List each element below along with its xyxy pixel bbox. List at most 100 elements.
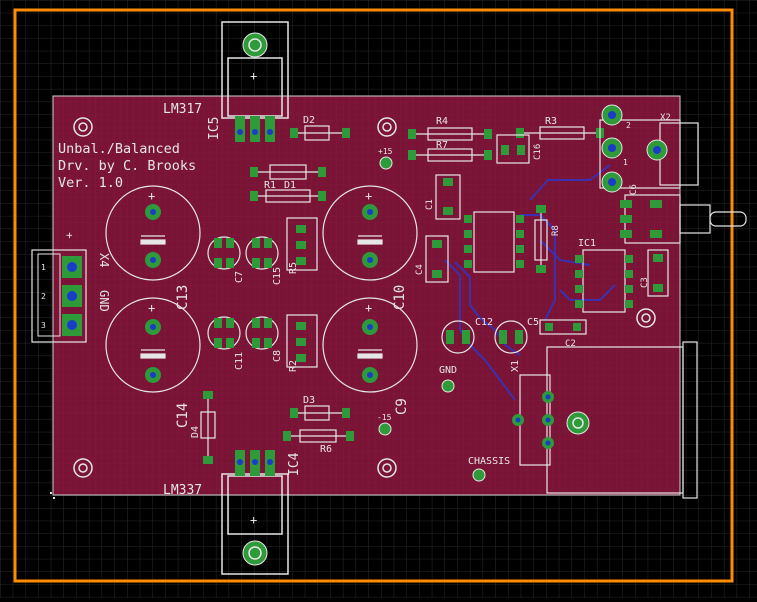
label-c15: C15 <box>272 267 283 285</box>
title-line-1: Unbal./Balanced <box>58 141 180 157</box>
small-caps <box>207 236 528 354</box>
svg-text:1: 1 <box>623 158 628 167</box>
resistor-r8: R8 <box>534 205 561 273</box>
mounting-hole <box>377 117 397 137</box>
small-cap-pads <box>214 238 523 348</box>
pcb-board-outline <box>52 95 681 496</box>
diode-d1: R1 D1 <box>250 164 326 191</box>
label-x2: X2 <box>660 113 671 123</box>
svg-text:3: 3 <box>41 321 46 330</box>
label-c4: C4 <box>415 264 425 275</box>
test-point-chassis: CHASSIS <box>468 456 510 482</box>
capacitor-c10-bottom: + <box>322 297 418 393</box>
capacitor-c16: C16 <box>496 134 543 164</box>
resistor-r6: R6 <box>283 429 354 455</box>
label-c7: C7 <box>234 271 245 283</box>
label-ic5: IC5 <box>207 117 222 140</box>
trimmer-r5: R5 <box>286 217 318 274</box>
regulator-lm317: + LM317 IC5 <box>163 21 289 142</box>
label-r3: R3 <box>545 116 557 127</box>
capacitor-c3: C3 <box>640 249 669 297</box>
label-c9: C9 <box>394 398 410 415</box>
label-c2: C2 <box>565 339 576 349</box>
label-r2: R2 <box>288 360 299 372</box>
label-in-plus: + <box>63 232 76 239</box>
label-plus15: +15 <box>378 147 393 156</box>
capacitor-c13-bottom: + <box>105 297 201 393</box>
label-c1: C1 <box>425 199 435 210</box>
resistor-r7: R7 <box>408 140 492 162</box>
label-d3: D3 <box>303 395 315 406</box>
test-point-minus15: -15 <box>377 413 392 436</box>
svg-text:2: 2 <box>41 292 46 301</box>
capacitor-c13-top: + <box>105 185 201 281</box>
board-title: Unbal./Balanced Drv. by C. Brooks Ver. 1… <box>58 141 196 191</box>
label-d2: D2 <box>303 115 315 126</box>
trimmer-r2: R2 <box>286 314 318 372</box>
label-ic1: IC1 <box>578 238 596 249</box>
capacitor-c10-top: + <box>322 185 418 281</box>
svg-text:+: + <box>365 189 372 203</box>
diode-d2: D2 <box>290 115 350 141</box>
label-x4: X4 <box>97 253 111 267</box>
svg-text:1: 1 <box>41 263 46 272</box>
label-gnd-rot: GND <box>97 290 111 312</box>
label-lm337: LM337 <box>163 483 202 498</box>
capacitor-c1: C1 <box>425 174 461 220</box>
label-minus15: -15 <box>377 413 392 422</box>
jack-socket: C6 <box>620 184 747 244</box>
label-r6: R6 <box>320 444 332 455</box>
label-c8: C8 <box>272 350 283 362</box>
label-c3: C3 <box>640 277 650 288</box>
mounting-hole <box>73 117 93 137</box>
frame-outline <box>13 8 734 583</box>
label-r7: R7 <box>436 140 448 151</box>
resistor-r4: R4 <box>408 116 492 141</box>
label-d4: D4 <box>190 426 201 438</box>
label-ic4: IC4 <box>287 452 302 476</box>
corner-markers <box>50 492 55 499</box>
test-point-gnd: GND <box>439 365 457 393</box>
mounting-holes <box>73 117 656 478</box>
diode-d3: D3 <box>290 395 350 421</box>
label-r5: R5 <box>288 262 299 274</box>
connector-x4: 1 2 3 X4 GND + <box>31 232 111 343</box>
svg-text:+: + <box>148 301 155 315</box>
label-c5: C5 <box>527 317 539 328</box>
label-gnd: GND <box>439 365 457 376</box>
label-chassis: CHASSIS <box>468 456 510 467</box>
test-point-plus15: +15 <box>378 147 393 170</box>
label-c13: C13 <box>175 285 191 310</box>
title-line-3: Ver. 1.0 <box>58 175 123 191</box>
svg-text:+: + <box>365 301 372 315</box>
ic1: IC1 <box>575 238 633 313</box>
label-c10: C10 <box>392 285 408 310</box>
resistor-r1 <box>250 189 326 203</box>
connector-x1-xlr <box>512 341 698 499</box>
label-c11: C11 <box>234 352 245 370</box>
label-d1: D1 <box>284 180 296 191</box>
mounting-hole <box>73 458 93 478</box>
label-x1: X1 <box>510 360 521 372</box>
connector-x2: X2 2 1 <box>599 104 699 193</box>
label-c14: C14 <box>175 403 191 428</box>
diode-d4: D4 <box>190 391 216 464</box>
label-r4: R4 <box>436 116 448 127</box>
svg-text:2: 2 <box>626 121 631 130</box>
svg-text:+: + <box>250 513 257 527</box>
label-r1: R1 <box>264 180 276 191</box>
label-c6: C6 <box>629 184 639 195</box>
label-r8: R8 <box>551 225 561 236</box>
mounting-hole <box>377 458 397 478</box>
label-c12: C12 <box>475 317 493 328</box>
capacitor-c4: C4 <box>415 235 449 283</box>
ic-dip8-opamp <box>464 211 524 273</box>
label-lm317: LM317 <box>163 102 202 117</box>
capacitor-c2: C2 <box>539 319 587 349</box>
title-line-2: Drv. by C. Brooks <box>58 158 196 174</box>
label-c16: C16 <box>533 144 543 160</box>
regulator-lm337: + LM337 IC4 <box>163 450 302 575</box>
svg-text:+: + <box>250 69 257 83</box>
